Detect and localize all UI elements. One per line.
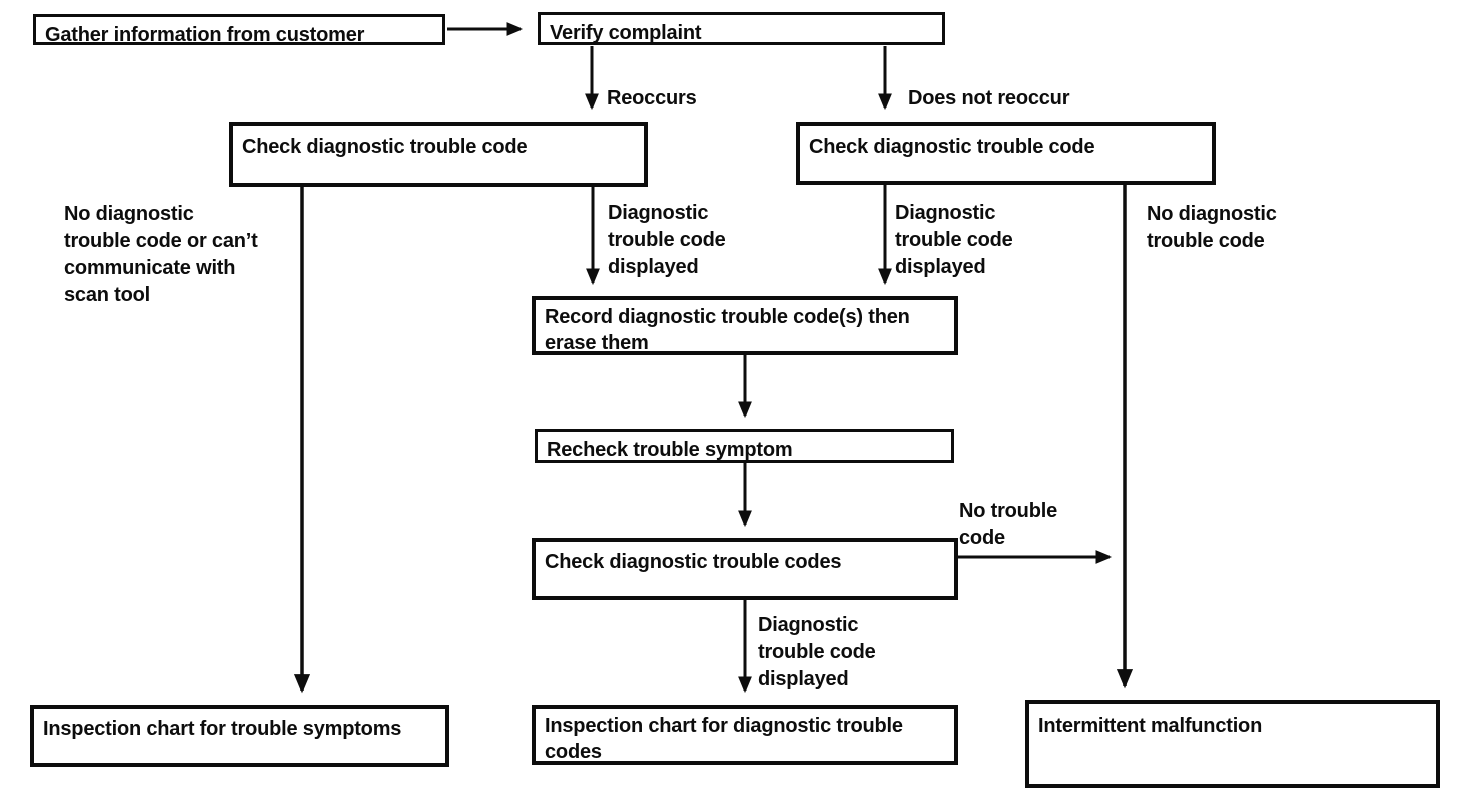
- edge-label-no-dtc-cant-communicate: No diagnostic trouble code or can’t comm…: [64, 203, 258, 306]
- node-recheck-symptom: Recheck trouble symptom: [535, 429, 954, 463]
- node-intermittent-malfunction: Intermittent malfunction: [1025, 700, 1440, 788]
- edge-label-dtc-displayed-left: Diagnostic trouble code displayed: [608, 202, 726, 278]
- edge-label-no-dtc: No diagnostic trouble code: [1147, 203, 1277, 252]
- node-verify-complaint: Verify complaint: [538, 12, 945, 45]
- node-check-dtc-left: Check diagnostic trouble code: [229, 122, 648, 187]
- edge-label-dtc-displayed-right: Diagnostic trouble code displayed: [895, 202, 1013, 278]
- node-inspection-chart-symptoms: Inspection chart for trouble symptoms: [30, 705, 449, 767]
- edge-label-dtc-displayed-bottom: Diagnostic trouble code displayed: [758, 614, 876, 690]
- edge-label-does-not-reoccur: Does not reoccur: [908, 87, 1070, 109]
- node-record-dtc: Record diagnostic trouble code(s) then e…: [532, 296, 958, 355]
- node-check-dtcs: Check diagnostic trouble codes: [532, 538, 958, 600]
- node-inspection-chart-dtc: Inspection chart for diagnostic trouble …: [532, 705, 958, 765]
- edge-label-no-trouble-code: No trouble code: [959, 500, 1057, 549]
- node-gather-information: Gather information from customer: [33, 14, 445, 46]
- edge-label-reoccurs: Reoccurs: [607, 87, 697, 109]
- node-check-dtc-right: Check diagnostic trouble code: [796, 122, 1216, 185]
